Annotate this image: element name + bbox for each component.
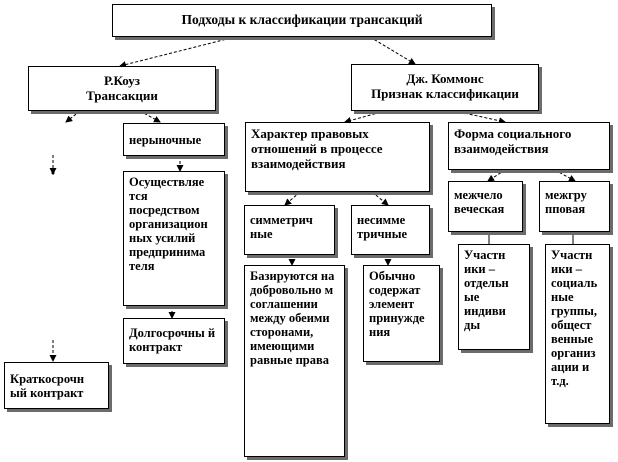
commons-subject: Признак классификации bbox=[371, 86, 519, 101]
interpersonal-text: межчело веческая bbox=[454, 188, 505, 216]
commons-author: Дж. Коммонс bbox=[406, 71, 484, 86]
empty-node-dot bbox=[51, 171, 55, 175]
coase-box: Р.Коуз Трансакции bbox=[28, 66, 216, 111]
individuals-box: Участн ики – отдельн ые индиви ды bbox=[458, 244, 530, 350]
arrow-legal-symmetric bbox=[284, 191, 301, 206]
arrow-social-inter bbox=[487, 169, 506, 182]
coase-subject: Трансакции bbox=[86, 88, 158, 103]
implemented-text: Осуществляе тся посредством организацион… bbox=[129, 175, 208, 273]
asymmetric-box: несимме тричные bbox=[351, 205, 430, 255]
short-term-box: Краткосрочн ый контракт bbox=[4, 362, 109, 409]
short-term-text: Краткосрочн ый контракт bbox=[10, 372, 85, 400]
arrow-legal-asymmetric bbox=[371, 191, 389, 206]
arrow-commons-social bbox=[454, 110, 506, 125]
nonmarket-label: нерыночные bbox=[129, 133, 202, 147]
intergroup-text: межгру пповая bbox=[545, 188, 587, 216]
root-title: Подходы к классификации трансакций bbox=[181, 12, 423, 27]
intergroup-box: межгру пповая bbox=[539, 181, 610, 232]
groups-box: Участн ики – социаль ные группы, общест … bbox=[545, 244, 610, 424]
symmetric-box: симметрич ные bbox=[244, 205, 335, 255]
coase-author: Р.Коуз bbox=[103, 73, 141, 88]
groups-text: Участн ики – социаль ные группы, общест … bbox=[551, 248, 598, 388]
individuals-text: Участн ики – отдельн ые индиви ды bbox=[464, 248, 509, 332]
arrow-commons-legal bbox=[344, 110, 386, 124]
arrow-coase-nonmarket bbox=[139, 110, 161, 123]
based-text: Базируются на добровольно м соглашении м… bbox=[250, 269, 335, 367]
long-term-text: Долгосрочны й контракт bbox=[129, 326, 216, 354]
commons-box: Дж. Коммонс Признак классификации bbox=[351, 64, 539, 111]
based-box: Базируются на добровольно м соглашении м… bbox=[244, 265, 345, 457]
coercion-text: Обычно содержат элемент принужде ния bbox=[369, 269, 425, 339]
arrow-coase-market bbox=[65, 110, 81, 123]
social-text: Форма социального взаимодействия bbox=[454, 126, 572, 156]
coercion-box: Обычно содержат элемент принужде ния bbox=[363, 265, 440, 362]
arrow-root-coase bbox=[119, 36, 236, 68]
root-box: Подходы к классификации трансакций bbox=[112, 4, 492, 37]
social-box: Форма социального взаимодействия bbox=[448, 122, 610, 170]
implemented-box: Осуществляе тся посредством организацион… bbox=[123, 171, 225, 306]
legal-text: Характер правовых отношений в процессе в… bbox=[251, 126, 383, 171]
arrow-root-commons bbox=[369, 36, 416, 65]
legal-box: Характер правовых отношений в процессе в… bbox=[245, 122, 430, 192]
asymmetric-text: несимме тричные bbox=[357, 213, 408, 241]
arrow-social-group bbox=[554, 169, 576, 182]
long-term-box: Долгосрочны й контракт bbox=[123, 318, 225, 364]
nonmarket-box: нерыночные bbox=[123, 123, 225, 156]
symmetric-text: симметрич ные bbox=[250, 213, 313, 241]
interpersonal-box: межчело веческая bbox=[448, 181, 523, 232]
